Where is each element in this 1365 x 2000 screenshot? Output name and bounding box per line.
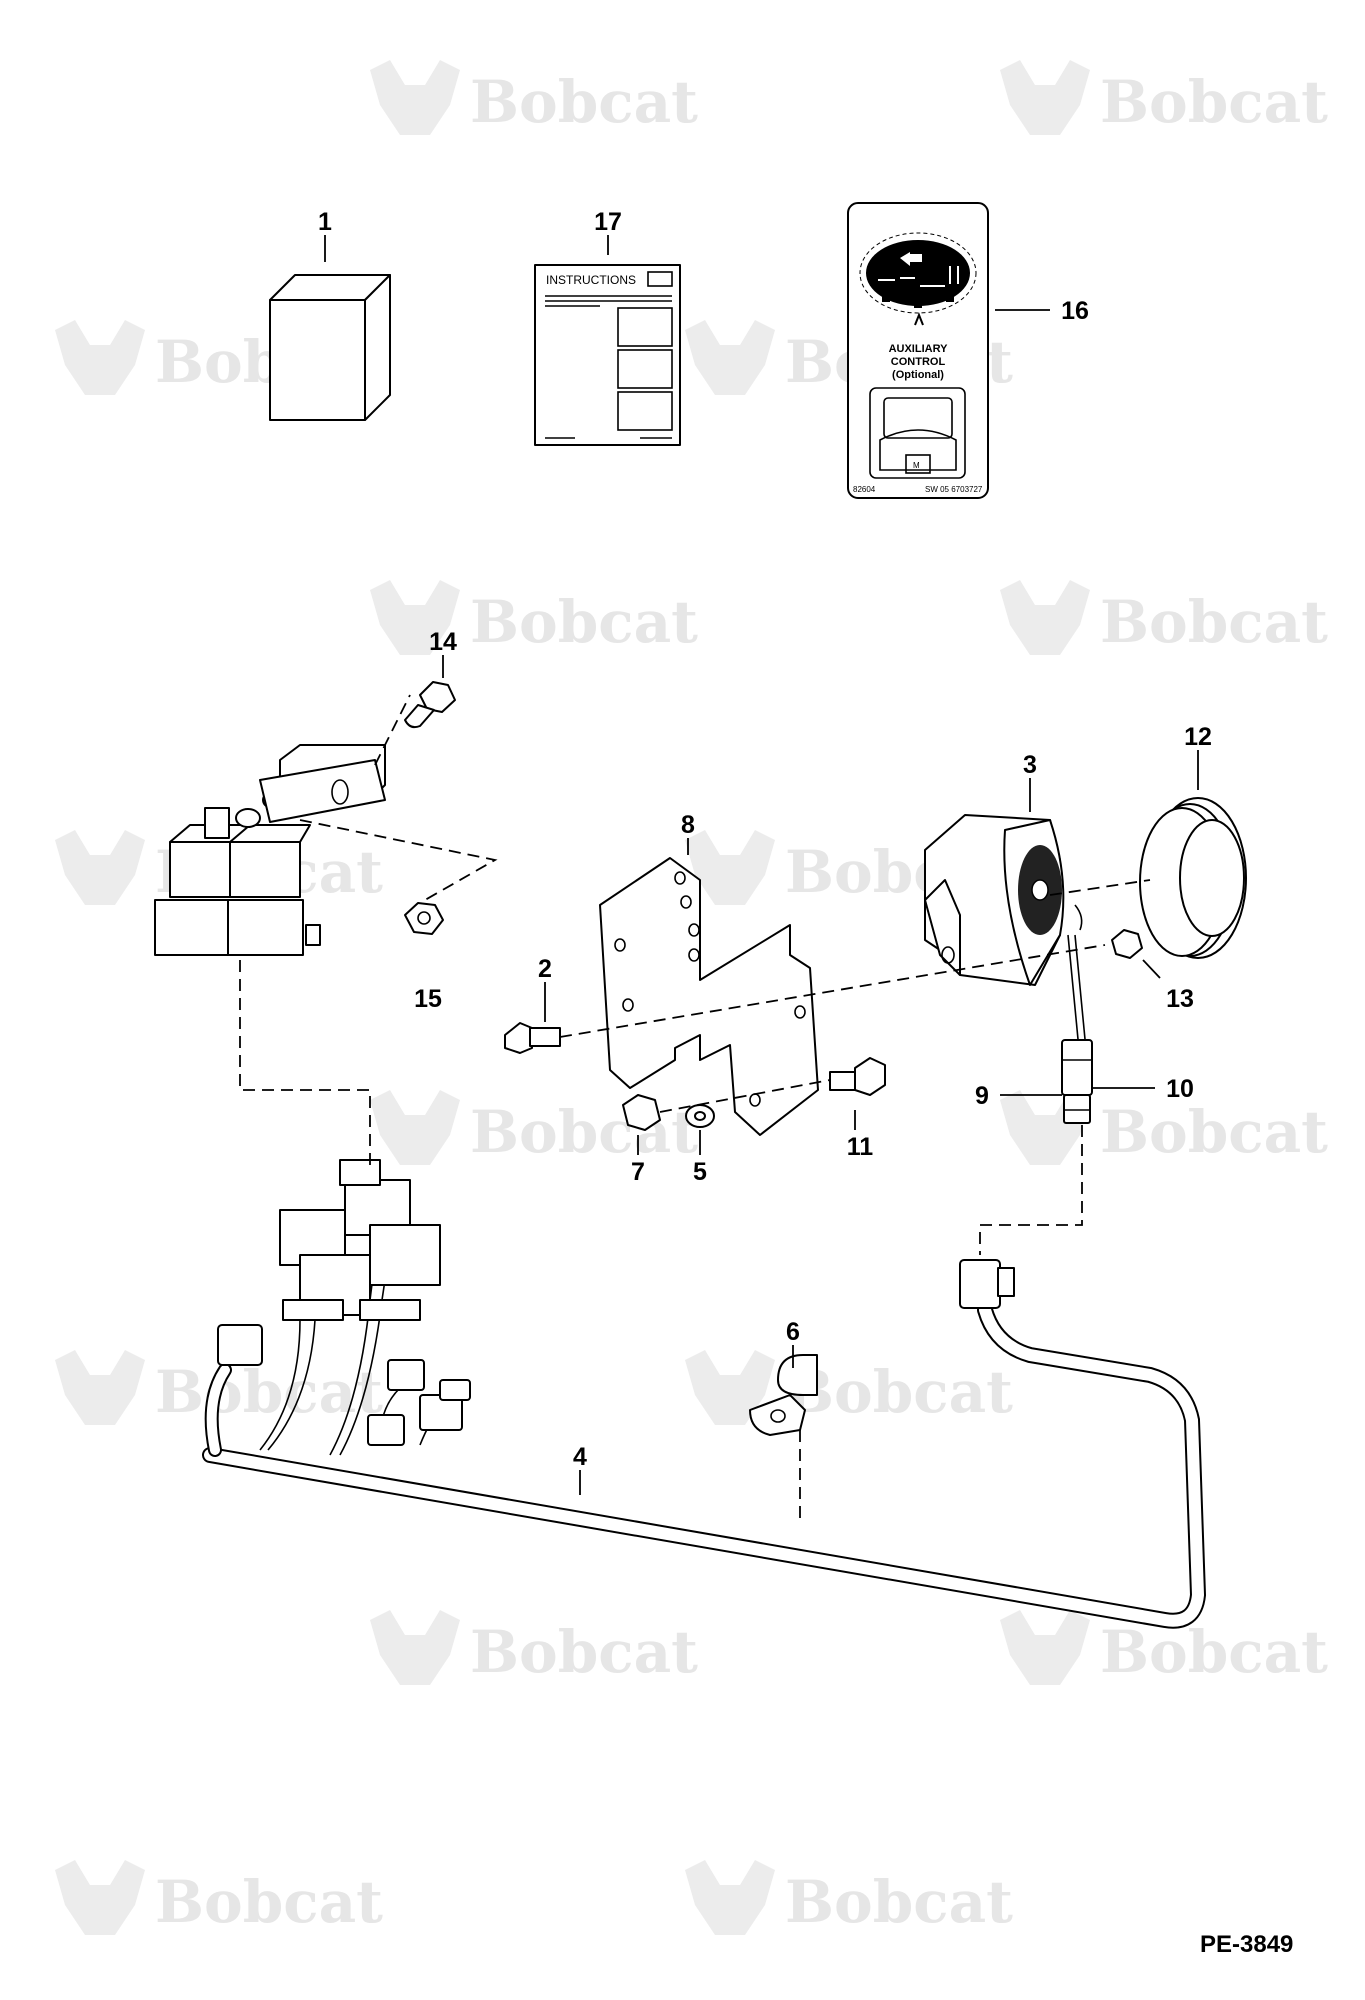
watermark: Bobcat (1000, 580, 1328, 656)
watermark-text: Bobcat (1100, 1618, 1328, 1686)
callout-1: 1 (318, 208, 332, 236)
watermark: Bobcat (370, 1090, 698, 1166)
callout-8: 8 (681, 811, 695, 839)
watermark: Bobcat (370, 60, 698, 136)
decal-part-number: 82604 (853, 485, 876, 494)
callout-4: 4 (573, 1443, 587, 1471)
watermark-text: Bobcat (785, 1868, 1013, 1936)
part-11-bolt (829, 1057, 886, 1096)
callouts: 1 2 3 4 5 6 7 8 9 10 11 12 13 14 15 16 1… (318, 208, 1212, 1471)
callout-13: 13 (1166, 985, 1194, 1013)
part-2-bolt (504, 1022, 561, 1054)
watermark-text: Bobcat (785, 1358, 1013, 1426)
part-1-relay (269, 274, 391, 421)
decal-control-line3: (Optional) (892, 369, 944, 381)
watermark: Bobcat (55, 1860, 383, 1936)
part-4-harness (202, 1159, 1207, 1629)
part-15-nut (404, 902, 444, 935)
watermark: Bobcat (55, 1350, 383, 1426)
decal-control-line2: CONTROL (891, 356, 946, 368)
watermark: Bobcat (370, 580, 698, 656)
callout-17: 17 (594, 208, 622, 236)
watermark: Bobcat (1000, 60, 1328, 136)
callout-5: 5 (693, 1158, 707, 1186)
watermark: Bobcat (685, 1350, 1013, 1426)
watermark-text: Bobcat (155, 1358, 383, 1426)
watermark-text: Bobcat (1100, 1098, 1328, 1166)
callout-7: 7 (631, 1158, 645, 1186)
svg-text:M: M (913, 461, 920, 470)
callout-3: 3 (1023, 751, 1037, 779)
relay-cluster (154, 744, 386, 956)
part-5-washer (685, 1104, 715, 1128)
watermark: Bobcat (370, 1610, 698, 1686)
part-9-10-connector (1061, 1039, 1093, 1124)
decal-code: SW 05 6703727 (925, 485, 983, 494)
instructions-title: INSTRUCTIONS (546, 273, 636, 287)
callout-10: 10 (1166, 1075, 1194, 1103)
leader-lines (324, 235, 1199, 1495)
watermark-text: Bobcat (470, 1098, 698, 1166)
callout-12: 12 (1184, 723, 1212, 751)
part-16-decal: AUXILIARY CONTROL (Optional) M 82604 SW … (847, 202, 989, 499)
part-8-bracket (599, 857, 819, 1136)
watermark-text: Bobcat (470, 588, 698, 656)
part-6-clamp (749, 1354, 818, 1436)
part-7-nut (622, 1094, 661, 1131)
part-12-grommet (1139, 797, 1247, 959)
decal-control-line1: AUXILIARY (889, 343, 949, 355)
watermark-text: Bobcat (1100, 68, 1328, 136)
alignment-lines (239, 694, 1151, 1525)
watermark-text: Bobcat (470, 1618, 698, 1686)
drawing-code: PE-3849 (1200, 1931, 1293, 1958)
watermark-text: Bobcat (1100, 588, 1328, 656)
watermark-text: Bobcat (470, 68, 698, 136)
watermark-text: Bobcat (155, 1868, 383, 1936)
watermark: Bobcat (685, 1860, 1013, 1936)
callout-6: 6 (786, 1318, 800, 1346)
callout-2: 2 (538, 955, 552, 983)
watermark: Bobcat (1000, 1610, 1328, 1686)
part-3-alarm (924, 814, 1088, 1061)
callout-16: 16 (1061, 297, 1089, 325)
callout-14: 14 (429, 628, 457, 656)
part-14-bolt (404, 681, 456, 729)
watermark: Bobcat (1000, 1090, 1328, 1166)
part-17-instructions-sheet: INSTRUCTIONS (534, 264, 681, 446)
callout-9: 9 (975, 1082, 989, 1110)
callout-15: 15 (414, 985, 442, 1013)
callout-11: 11 (847, 1133, 874, 1161)
part-13-nut (1111, 929, 1143, 959)
